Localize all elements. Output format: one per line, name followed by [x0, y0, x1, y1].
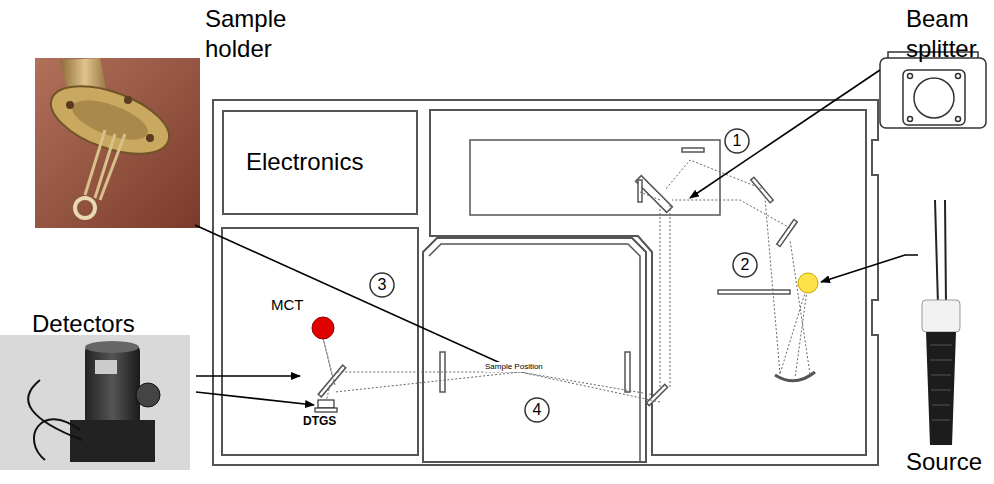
beam-splitter-icon [956, 117, 961, 122]
callout-circle [733, 253, 757, 277]
beam-splitter-icon [914, 78, 954, 118]
pointer-arrow [195, 225, 516, 370]
mirror [777, 220, 797, 247]
pointer-arrow [196, 375, 300, 377]
mct-detector-dot [312, 317, 334, 339]
window [625, 352, 630, 392]
housing-outline [213, 100, 878, 465]
housing-outline [423, 238, 646, 462]
window [440, 352, 630, 392]
part-name: Detectors [32, 310, 135, 339]
callout-text: 1 [733, 132, 742, 150]
part-name: Sample holder [205, 4, 317, 64]
housing-outline [430, 110, 866, 455]
compartment-box: Electronics [222, 110, 418, 215]
beam-path [335, 372, 660, 402]
beam-splitter-icon [880, 52, 986, 128]
callout-circle [525, 398, 549, 422]
pointer-arrow [196, 392, 314, 405]
compartment-label: Electronics [246, 149, 363, 175]
beam-path [672, 200, 790, 228]
source-dot [798, 273, 818, 293]
sample-holder-photo [124, 96, 132, 104]
housing-outline [470, 140, 720, 215]
beam-splitter-icon [903, 70, 965, 125]
mirror [682, 148, 704, 152]
beam-path [660, 205, 661, 390]
source-photo [926, 332, 956, 445]
source-photo [935, 200, 946, 305]
beam-path [780, 283, 808, 374]
pointer-arrow [690, 70, 880, 198]
beam-path [323, 338, 335, 385]
dtgs-detector-symbol [315, 400, 337, 412]
housing-outline [429, 244, 640, 462]
mirror [718, 290, 790, 294]
position-note: Sample Position [484, 362, 544, 372]
mirror [638, 180, 642, 202]
dtgs-detector-symbol [315, 408, 337, 412]
detector-photo [136, 383, 160, 407]
beam-path [670, 205, 671, 388]
pointer-arrow [821, 255, 918, 282]
sample-holder-photo [75, 198, 95, 218]
sample-holder-photo [67, 92, 152, 148]
source-photo [930, 345, 952, 420]
beam-path [640, 192, 660, 200]
beam-path [765, 198, 780, 374]
mirror [751, 177, 773, 203]
sample-holder-photo [66, 101, 74, 109]
callout-number: 1 [724, 128, 750, 154]
dtgs-detector-symbol [318, 400, 334, 408]
housing-outline [213, 100, 878, 465]
callout-number: 2 [732, 252, 758, 278]
beam-splitter-icon [956, 74, 961, 79]
beam-splitter-icon [908, 117, 913, 122]
detector-photo [0, 335, 190, 470]
detector-name: MCT [271, 296, 304, 314]
beam-path [335, 372, 655, 395]
mirror [646, 384, 667, 405]
source-photo [922, 300, 960, 332]
beam-splitter-icon [880, 58, 986, 128]
mirror [318, 365, 345, 397]
beam-path [790, 240, 810, 374]
pointer-arrow [195, 70, 918, 405]
sample-holder-photo [146, 134, 154, 142]
detector-photo [28, 380, 82, 460]
detector-photo [0, 335, 190, 470]
detector-photo [95, 360, 117, 374]
beam-path [795, 283, 808, 378]
callout-number: 3 [369, 272, 395, 298]
callout-number: 4 [524, 397, 550, 423]
detector-photo [70, 420, 155, 462]
housing-outline [222, 228, 418, 455]
sample-holder-photo [35, 58, 200, 228]
mirror [775, 372, 815, 381]
beam-path [665, 160, 765, 190]
callout-text: 4 [533, 401, 542, 419]
mirror [636, 176, 673, 213]
callout-text: 2 [741, 256, 750, 274]
detector-photo [85, 341, 139, 353]
detector-name: DTGS [303, 414, 336, 428]
part-name: Source [906, 448, 982, 477]
callout-text: 3 [378, 276, 387, 294]
sample-holder-photo [85, 130, 125, 200]
part-name: Beam splitter [906, 4, 986, 64]
source-photo [922, 200, 960, 445]
callout-circle [725, 129, 749, 153]
sample-holder-photo [35, 58, 200, 228]
detector-photo [85, 345, 140, 425]
callout-circle [370, 273, 394, 297]
beam-splitter-icon [908, 74, 913, 79]
